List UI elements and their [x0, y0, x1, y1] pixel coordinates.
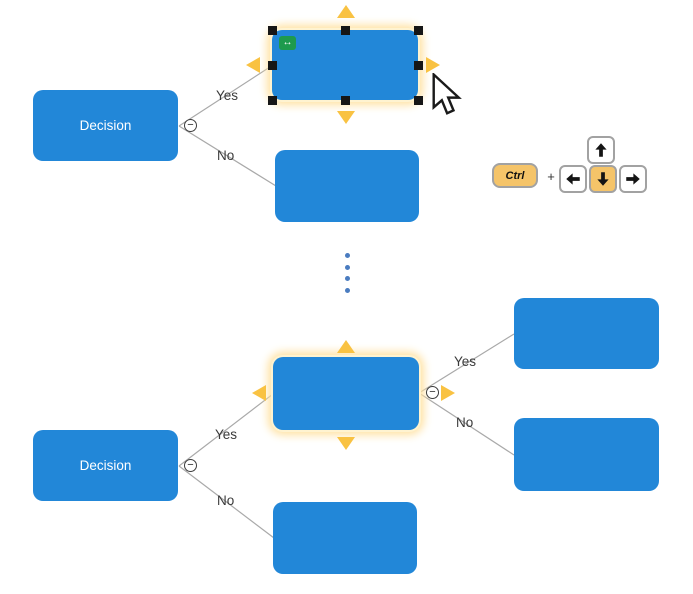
ctrl-key: Ctrl [492, 163, 538, 188]
no-branch-node-bottom[interactable] [273, 502, 417, 574]
ellipsis-dot [345, 265, 350, 270]
move-badge-glyph: ↔ [282, 37, 293, 48]
direction-arrow-right-icon[interactable] [441, 385, 455, 401]
selected-node-top[interactable] [272, 30, 418, 100]
edge-label-top-no: No [217, 148, 235, 163]
no-branch-node-right[interactable] [514, 418, 659, 491]
direction-arrow-left-icon[interactable] [252, 385, 266, 401]
edge-right-no[interactable] [418, 392, 515, 456]
edge-bottom-yes[interactable] [178, 393, 274, 467]
direction-arrow-down-icon[interactable] [337, 111, 355, 124]
ellipsis-dot [345, 276, 350, 281]
collapse-minus-glyph: − [187, 118, 194, 131]
direction-arrow-down-icon[interactable] [337, 437, 355, 450]
resize-handle-n[interactable] [341, 26, 350, 35]
edge-label-top-yes: Yes [216, 88, 239, 103]
collapse-toggle-top[interactable]: − [184, 119, 197, 132]
arrow-key-up-icon [587, 136, 615, 164]
collapse-minus-glyph: − [429, 385, 436, 398]
move-connection-badge-icon[interactable]: ↔ [279, 36, 296, 50]
decision-node-top-label: Decision [79, 118, 132, 133]
plus-sign: + [547, 169, 555, 184]
collapse-toggle-bottom[interactable]: − [184, 459, 197, 472]
arrow-key-left-icon [559, 165, 587, 193]
mouse-cursor-icon [432, 73, 462, 115]
decision-node-bottom[interactable]: Decision [33, 430, 178, 501]
collapse-minus-glyph: − [187, 458, 194, 471]
direction-arrow-left-icon[interactable] [246, 57, 260, 73]
edge-top-no[interactable] [178, 125, 277, 187]
resize-handle-w[interactable] [268, 61, 277, 70]
highlighted-node-bottom[interactable] [273, 357, 419, 430]
decision-node-bottom-label: Decision [79, 458, 132, 473]
yes-branch-node-right[interactable] [514, 298, 659, 369]
edge-label-bottom-yes: Yes [215, 427, 238, 442]
edge-bottom-no[interactable] [178, 465, 275, 539]
edge-top-yes[interactable] [178, 64, 274, 127]
edge-right-yes[interactable] [418, 333, 515, 394]
resize-handle-e[interactable] [414, 61, 423, 70]
resize-handle-sw[interactable] [268, 96, 277, 105]
resize-handle-se[interactable] [414, 96, 423, 105]
no-branch-node-top[interactable] [275, 150, 419, 222]
edge-label-bottom-no: No [217, 493, 235, 508]
decision-node-top[interactable]: Decision [33, 90, 178, 161]
ellipsis-dot [345, 288, 350, 293]
ellipsis-dot [345, 253, 350, 258]
collapse-toggle-right[interactable]: − [426, 386, 439, 399]
arrow-key-right-icon [619, 165, 647, 193]
ctrl-key-label: Ctrl [505, 169, 525, 182]
edge-label-right-no: No [456, 415, 474, 430]
resize-handle-s[interactable] [341, 96, 350, 105]
direction-arrow-up-icon[interactable] [337, 5, 355, 18]
edge-label-right-yes: Yes [454, 354, 477, 369]
direction-arrow-right-icon[interactable] [426, 57, 440, 73]
arrow-key-down-icon [589, 165, 617, 193]
resize-handle-nw[interactable] [268, 26, 277, 35]
resize-handle-ne[interactable] [414, 26, 423, 35]
direction-arrow-up-icon[interactable] [337, 340, 355, 353]
